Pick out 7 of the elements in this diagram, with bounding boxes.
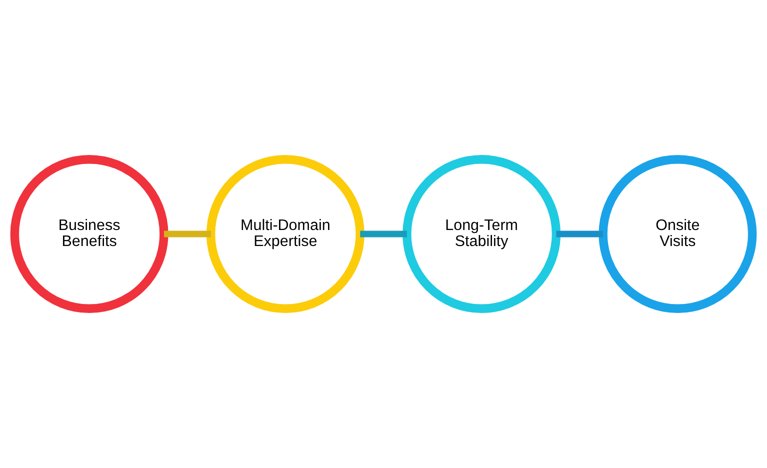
node-circle: Multi-Domain Expertise: [206, 155, 364, 313]
connector: [360, 230, 407, 238]
connector: [556, 230, 604, 238]
node-circle: Long-Term Stability: [402, 155, 561, 313]
connector: [164, 230, 211, 238]
node-circle: Business Benefits: [10, 155, 168, 313]
node-circle: Onsite Visits: [598, 155, 757, 313]
